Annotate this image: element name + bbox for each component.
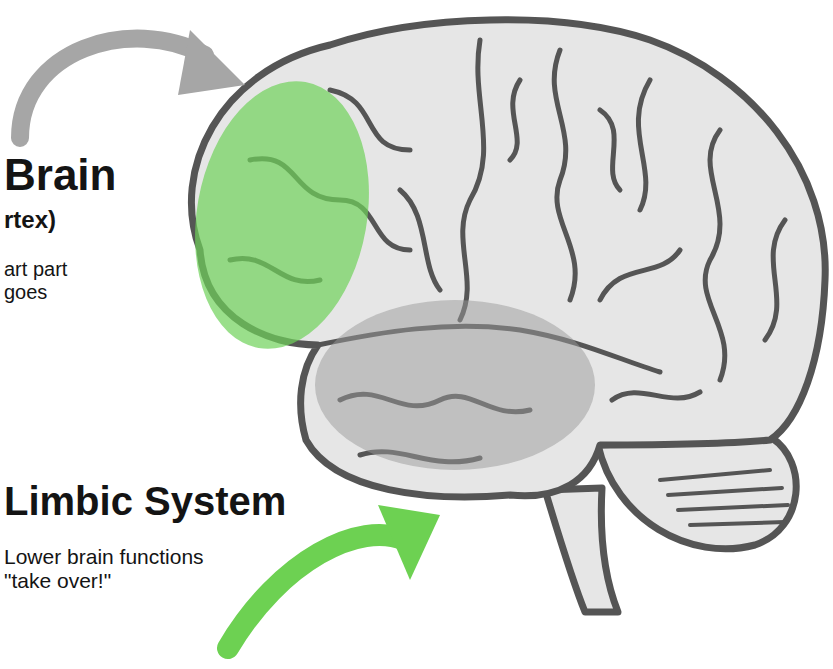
- cerebellum-folds: [660, 470, 788, 525]
- curved-arrow: [228, 535, 405, 648]
- prefrontal-highlight: [175, 67, 389, 362]
- region-description: Lower brain functions "take over!": [4, 545, 244, 593]
- limbic-highlight: [315, 300, 595, 470]
- cerebellum: [598, 438, 796, 549]
- heading-fragment: Brain: [4, 150, 116, 201]
- arrow-head: [378, 505, 440, 580]
- curved-arrow: [20, 39, 205, 138]
- region-heading: Limbic System: [4, 478, 286, 524]
- arrow-head: [178, 30, 245, 95]
- brainstem: [545, 488, 618, 612]
- description-fragment: art part goes: [4, 258, 99, 304]
- subheading-fragment: rtex): [4, 206, 56, 234]
